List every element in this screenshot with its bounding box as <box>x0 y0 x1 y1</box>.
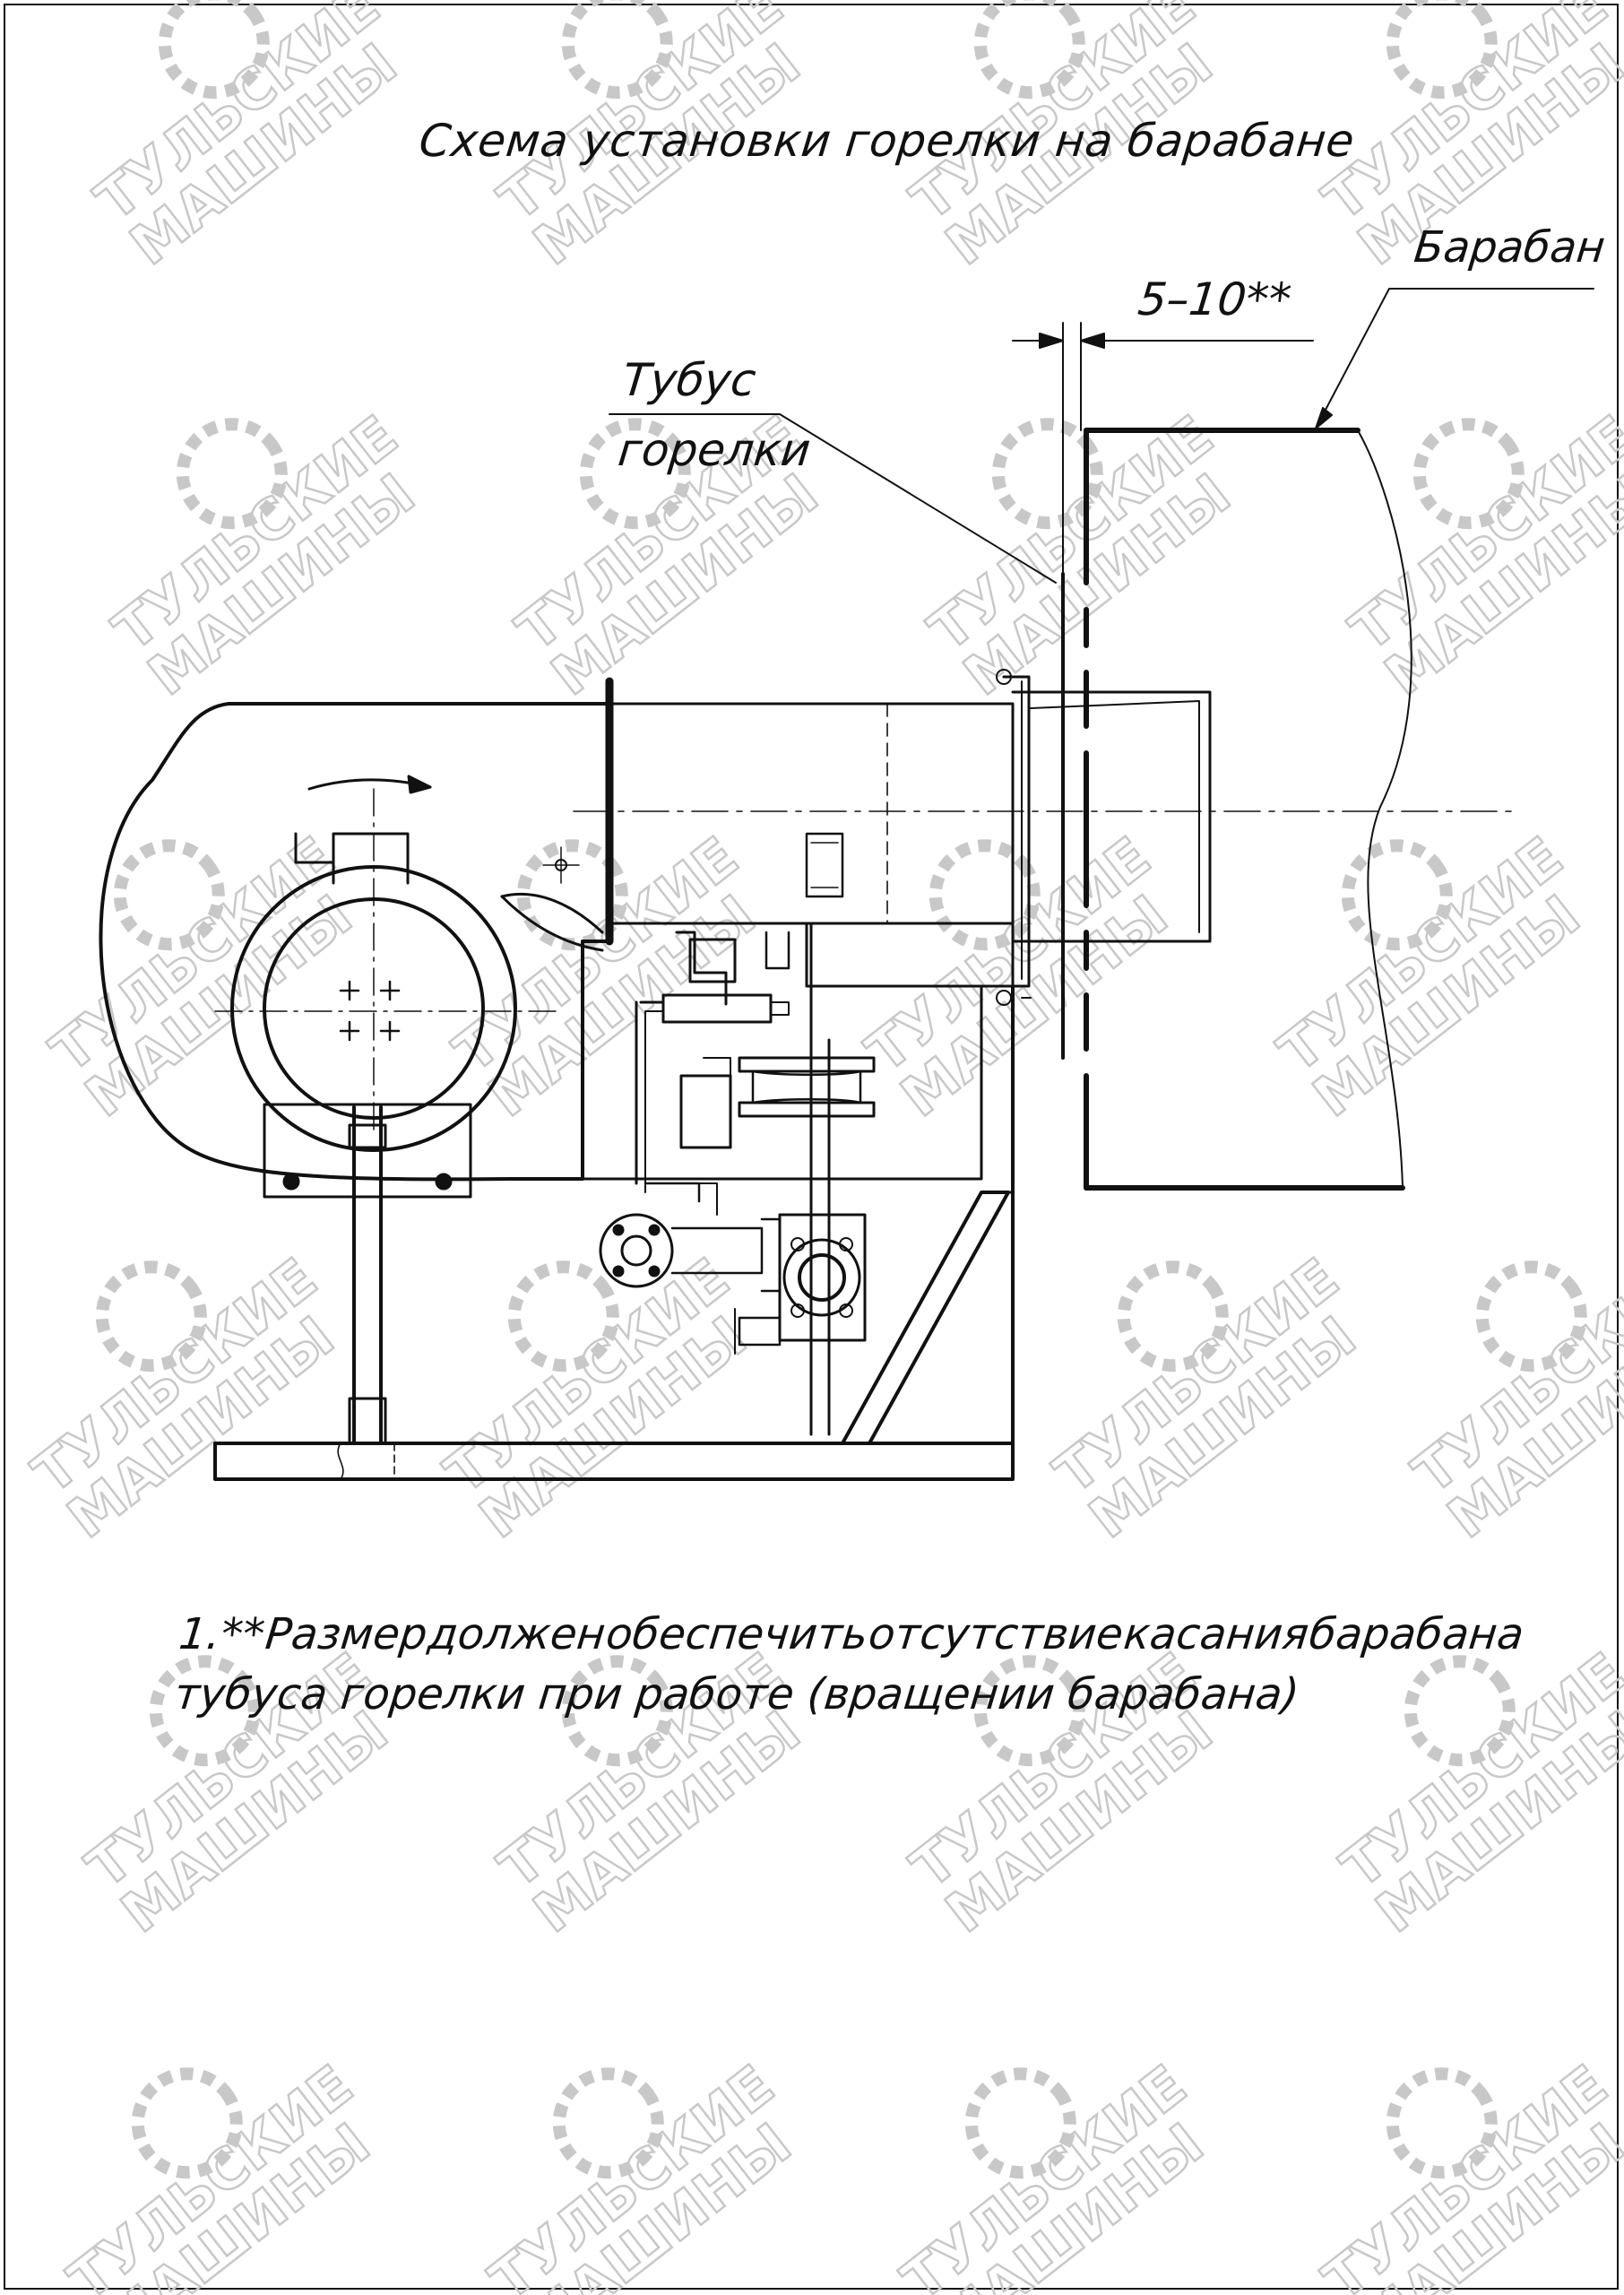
note-word: обеспечить <box>603 1609 871 1659</box>
gear-logo-icon <box>131 2067 243 2179</box>
burner-tube <box>1002 572 1212 1060</box>
note-word: касания <box>1121 1609 1311 1659</box>
gear-logo-icon <box>507 1260 619 1373</box>
burner-tube-label-line2: горелки <box>615 424 814 476</box>
gear-logo-icon <box>561 1655 673 1767</box>
gear-logo-icon <box>158 0 270 100</box>
drum-label: Барабан <box>1412 222 1608 273</box>
drum <box>1084 428 1412 1191</box>
note-word: барабана <box>1307 1609 1526 1659</box>
burner-housing <box>99 669 1032 1481</box>
note-word: Размер <box>263 1609 430 1659</box>
note-word: 1. <box>177 1609 223 1659</box>
note-word: ** <box>219 1609 268 1659</box>
gear-logo-icon <box>973 0 1085 100</box>
gear-logo-icon <box>1386 2067 1498 2179</box>
gear-logo-icon <box>973 1655 1085 1767</box>
gear-logo-icon <box>113 839 225 951</box>
gear-logo-icon <box>929 839 1041 951</box>
gear-logo-icon <box>95 1260 207 1373</box>
gear-logo-icon <box>1386 0 1498 100</box>
clearance-dimension <box>1012 322 1314 584</box>
note-word: отсутствие <box>866 1609 1126 1659</box>
diagram-title: Схема установки горелки на барабане <box>416 115 1358 167</box>
gear-logo-icon <box>1117 1260 1229 1373</box>
gear-logo-icon <box>1341 839 1453 951</box>
sheet-border <box>4 4 1619 2290</box>
gear-logo-icon <box>579 418 691 530</box>
gear-logo-icon <box>552 2067 664 2179</box>
gear-logo-icon <box>964 2067 1076 2179</box>
leader-lines <box>609 288 1594 584</box>
burner-tube-label-line1: Тубус <box>619 354 759 406</box>
gear-logo-icon <box>149 1655 261 1767</box>
gear-logo-icon <box>561 0 673 100</box>
clearance-dimension-label: 5–10** <box>1135 273 1294 325</box>
gear-logo-icon <box>1412 418 1525 530</box>
gear-logo-icon <box>176 418 288 530</box>
gear-logo-icon <box>1475 1260 1587 1373</box>
note-line-1: 1. ** Размер должен обеспечить отсутстви… <box>177 1609 1526 1659</box>
note-line-2: тубуса горелки при работе (вращении бара… <box>172 1669 1302 1719</box>
gear-logo-icon <box>1404 1655 1516 1767</box>
note-word: должен <box>425 1609 609 1659</box>
